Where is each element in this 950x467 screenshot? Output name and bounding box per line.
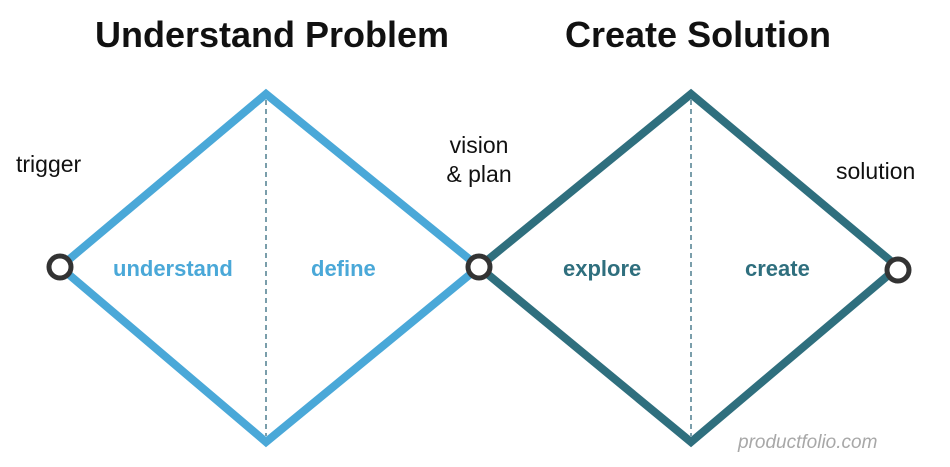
understand-problem-title: Understand Problem: [95, 14, 450, 55]
phase-create: create: [745, 256, 810, 281]
solution-diamond: [472, 88, 905, 448]
watermark: productfolio.com: [738, 432, 878, 453]
vision-plan-node: [465, 253, 493, 281]
trigger-label: trigger: [16, 151, 82, 177]
phase-define: define: [311, 256, 376, 281]
create-solution-title: Create Solution: [565, 14, 832, 55]
solution-label: solution: [836, 158, 916, 184]
trigger-node: [46, 253, 74, 281]
vision-line: vision: [449, 132, 509, 158]
plan-line: & plan: [446, 160, 512, 187]
solution-node: [884, 256, 912, 284]
phase-explore: explore: [563, 256, 642, 281]
vision-plan-label: vision & plan: [440, 131, 518, 189]
phase-understand: understand: [113, 256, 233, 281]
